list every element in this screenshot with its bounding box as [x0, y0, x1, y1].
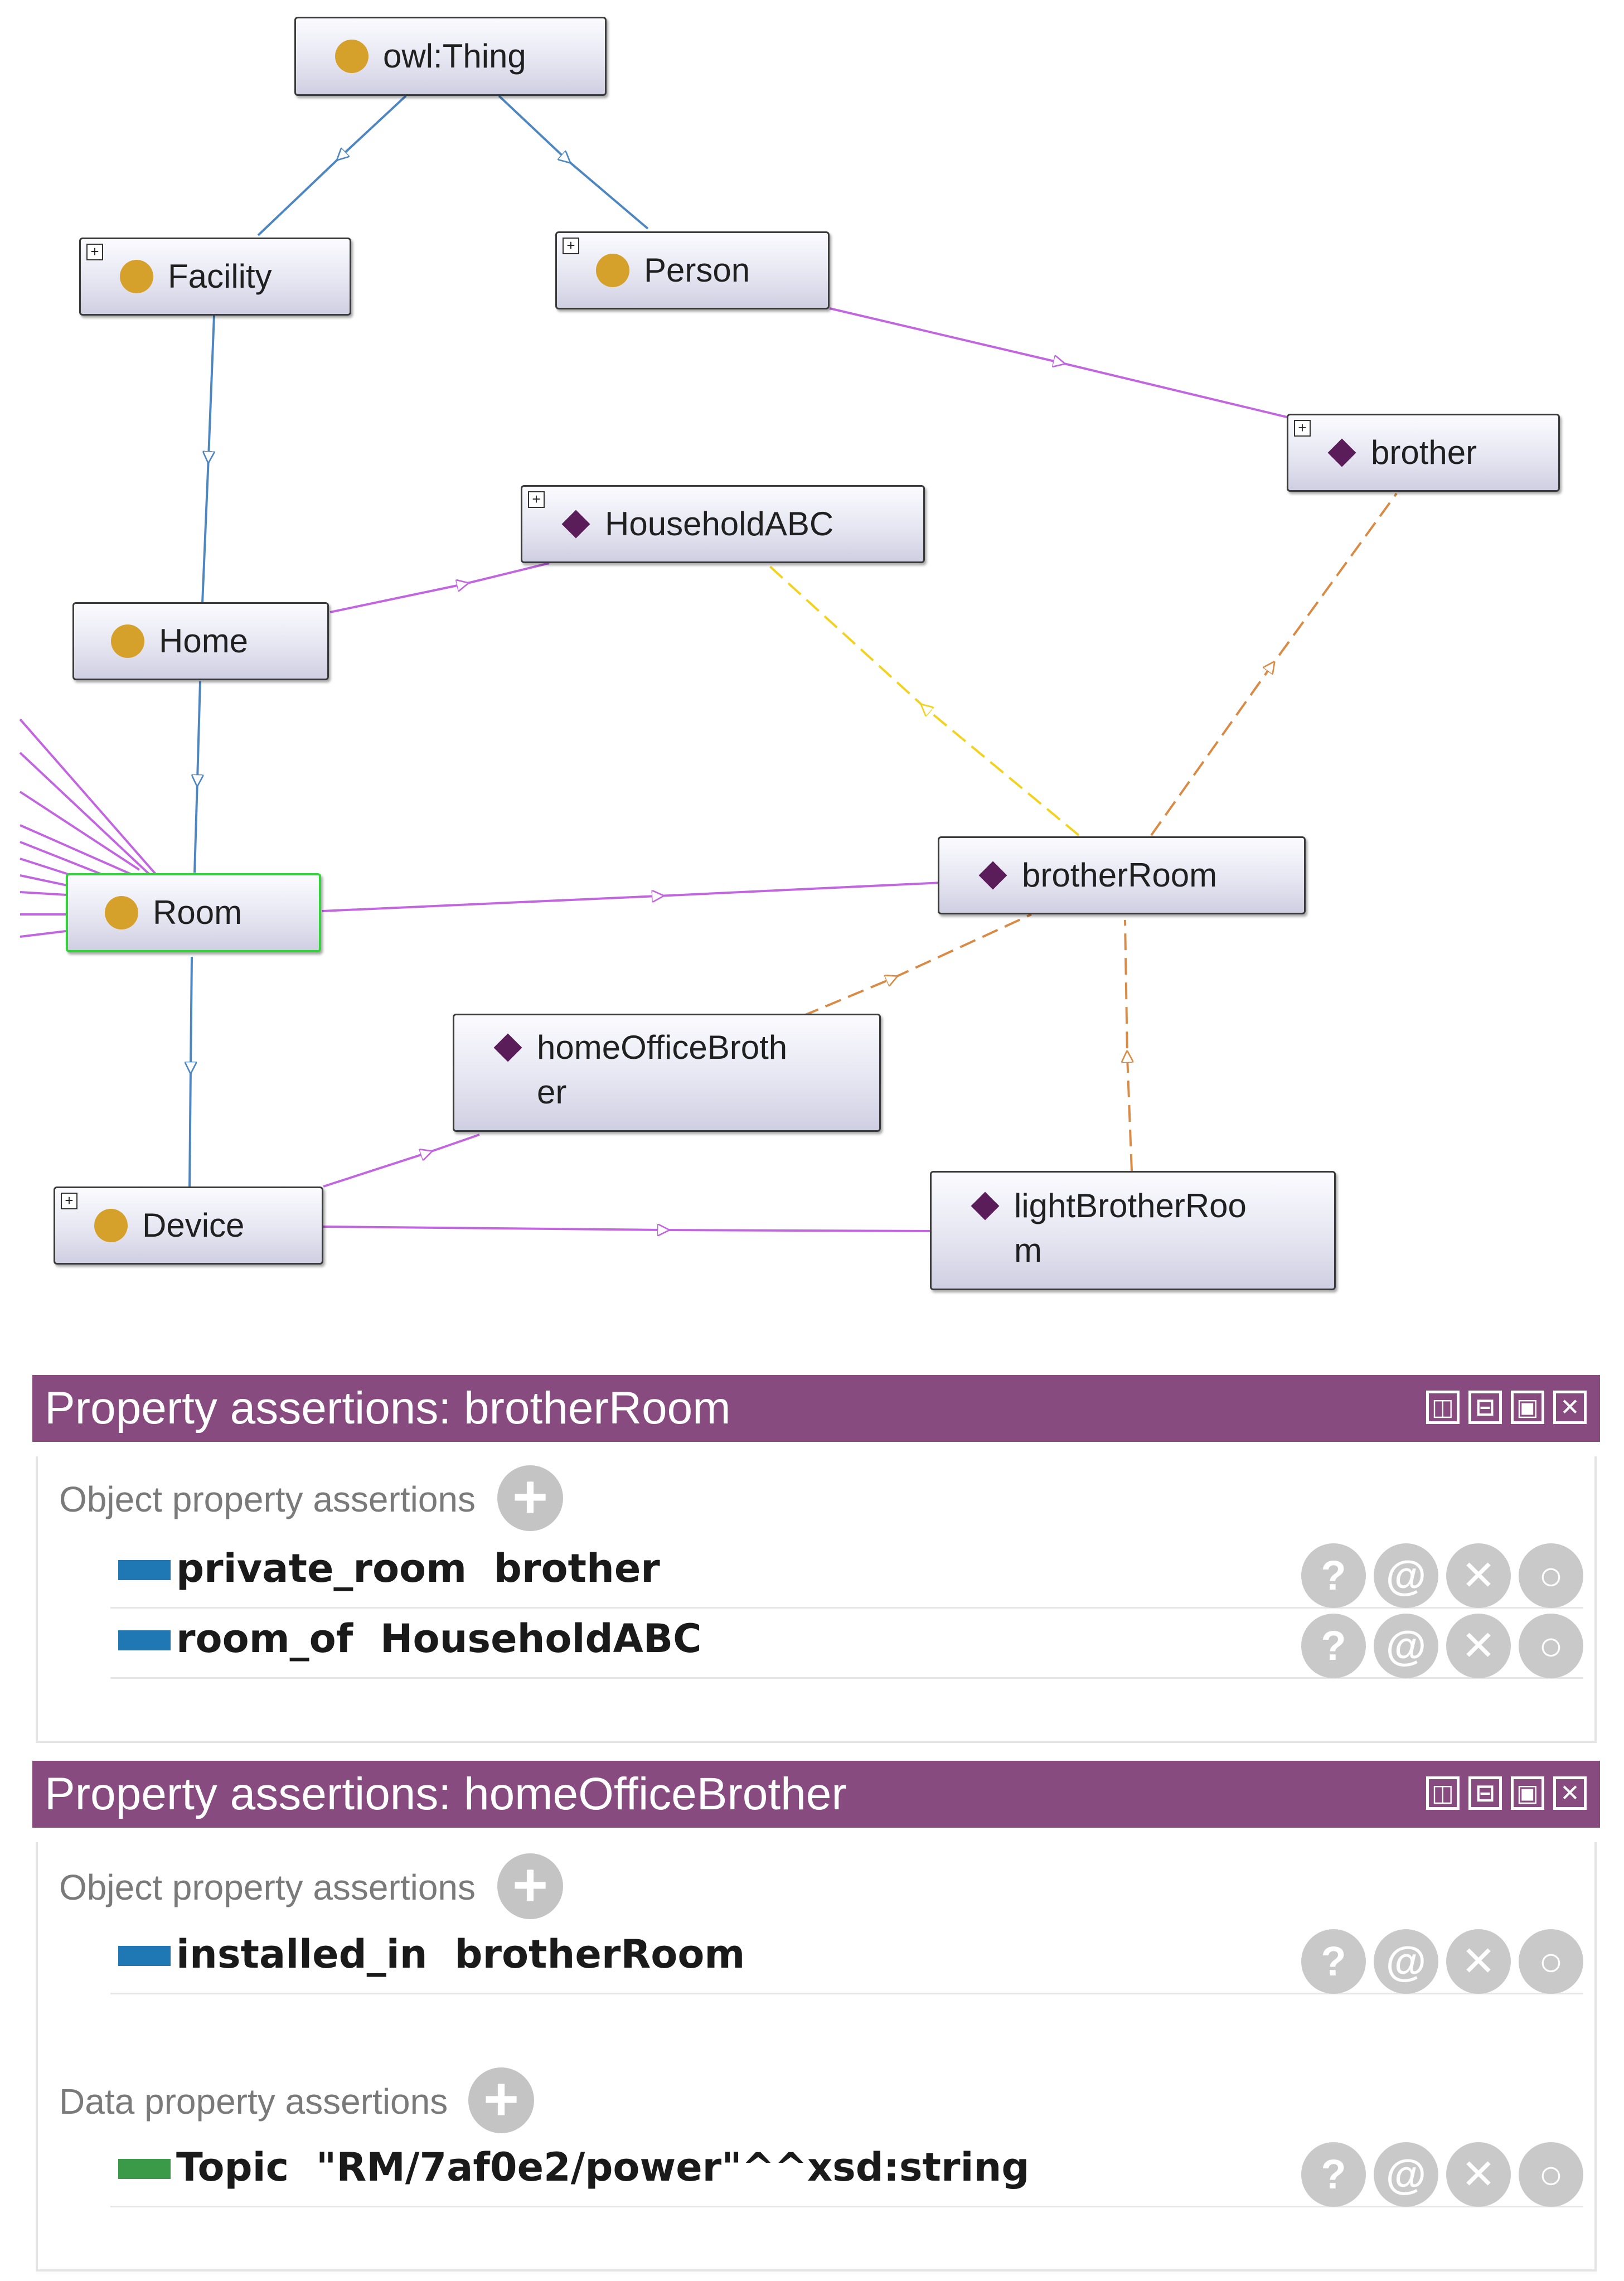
expand-icon[interactable]: + [563, 238, 579, 254]
edge-device-homeoffice [323, 1134, 480, 1188]
assertion-row[interactable]: installed_in brotherRoom ? @ ✕ ○ [110, 1925, 1583, 1994]
explain-button[interactable]: ? [1301, 1614, 1366, 1678]
panel-title: Property assertions: homeOfficeBrother [45, 1769, 847, 1819]
assertion-text: room_of HouseholdABC [176, 1616, 702, 1662]
annotate-button[interactable]: @ [1374, 1614, 1438, 1678]
individual-icon [561, 510, 590, 539]
edge-brotherroom-household [768, 565, 1080, 836]
node-homeofficebrother[interactable]: homeOfficeBroth er [453, 1014, 881, 1132]
panel-header: Property assertions: homeOfficeBrother ◫… [32, 1761, 1600, 1828]
class-icon [335, 40, 369, 73]
node-brotherroom[interactable]: brotherRoom [938, 836, 1306, 914]
assertion-row[interactable]: room_of HouseholdABC ? @ ✕ ○ [110, 1609, 1583, 1679]
delete-button[interactable]: ✕ [1446, 1614, 1511, 1678]
ontology-graph: owl:Thing + Facility + Person + brother … [19, 17, 1560, 1316]
maximize-icon[interactable]: ▣ [1511, 1391, 1544, 1424]
graph-edges [19, 95, 1398, 1316]
section-label: Object property assertions [59, 1867, 476, 1907]
edge-thing-person [498, 95, 649, 230]
split-vertical-icon[interactable]: ◫ [1426, 1776, 1460, 1810]
close-icon[interactable]: ✕ [1553, 1391, 1587, 1424]
annotate-button[interactable]: @ [1374, 1543, 1438, 1608]
data-property-swatch [118, 2159, 171, 2179]
explain-button[interactable]: ? [1301, 1543, 1366, 1608]
node-brother[interactable]: + brother [1287, 414, 1560, 492]
node-device[interactable]: + Device [54, 1186, 323, 1265]
node-owl-thing[interactable]: owl:Thing [294, 17, 607, 96]
describe-button[interactable]: ○ [1519, 2142, 1583, 2207]
individual-icon [971, 1192, 1000, 1221]
section-label: Data property assertions [59, 2081, 448, 2122]
node-person[interactable]: + Person [555, 231, 830, 309]
edge-room-brotherroom [322, 882, 943, 912]
panel-header: Property assertions: brotherRoom ◫ ⊟ ▣ ✕ [32, 1375, 1600, 1442]
assertion-text: installed_in brotherRoom [176, 1931, 745, 1977]
split-horizontal-icon[interactable]: ⊟ [1468, 1391, 1502, 1424]
individual-icon [1327, 438, 1356, 467]
class-icon [105, 896, 138, 929]
describe-button[interactable]: ○ [1519, 1543, 1583, 1608]
delete-button[interactable]: ✕ [1446, 2142, 1511, 2207]
annotate-button[interactable]: @ [1374, 2142, 1438, 2207]
individual-icon [978, 861, 1007, 890]
explain-button[interactable]: ? [1301, 1929, 1366, 1994]
panel-body: Object property assertions + private_roo… [36, 1456, 1597, 1743]
expand-icon[interactable]: + [61, 1193, 77, 1209]
class-icon [111, 624, 144, 658]
edge-person-brother [829, 307, 1297, 420]
delete-button[interactable]: ✕ [1446, 1929, 1511, 1994]
panel-body: Object property assertions + installed_i… [36, 1842, 1597, 2272]
object-property-swatch [118, 1946, 171, 1966]
assertion-text: Topic "RM/7af0e2/power"^^xsd:string [176, 2144, 1030, 2190]
close-icon[interactable]: ✕ [1553, 1776, 1587, 1810]
panel-controls: ◫ ⊟ ▣ ✕ [1426, 1776, 1587, 1810]
node-room[interactable]: Room [66, 873, 321, 952]
node-householdabc[interactable]: + HouseholdABC [521, 485, 925, 563]
annotate-button[interactable]: @ [1374, 1929, 1438, 1994]
class-icon [120, 260, 153, 293]
maximize-icon[interactable]: ▣ [1511, 1776, 1544, 1810]
class-icon [596, 254, 629, 287]
delete-button[interactable]: ✕ [1446, 1543, 1511, 1608]
object-property-swatch [118, 1630, 171, 1650]
assertion-text: private_room brother [176, 1546, 660, 1591]
add-object-property-button[interactable]: + [497, 1465, 563, 1531]
panel-title: Property assertions: brotherRoom [45, 1383, 731, 1434]
property-assertions-panel-homeofficebrother: Property assertions: homeOfficeBrother ◫… [32, 1761, 1600, 2272]
add-object-property-button[interactable]: + [497, 1853, 563, 1919]
add-data-property-button[interactable]: + [468, 2067, 534, 2133]
class-icon [94, 1209, 128, 1242]
expand-icon[interactable]: + [86, 244, 103, 260]
edge-home-household [329, 562, 550, 613]
individual-icon [493, 1033, 522, 1062]
assertion-row[interactable]: private_room brother ? @ ✕ ○ [110, 1539, 1583, 1609]
edge-device-lightbrother [323, 1227, 933, 1231]
edge-brotherroom-brother [1150, 492, 1398, 836]
edge-thing-facility [257, 95, 407, 236]
expand-icon[interactable]: + [528, 491, 545, 508]
node-facility[interactable]: + Facility [79, 238, 351, 316]
object-property-swatch [118, 1560, 171, 1580]
describe-button[interactable]: ○ [1519, 1929, 1583, 1994]
edge-room-device [190, 956, 192, 1189]
node-lightbrotherroom[interactable]: lightBrotherRoo m [930, 1171, 1336, 1290]
assertion-row[interactable]: Topic "RM/7af0e2/power"^^xsd:string ? @ … [110, 2138, 1583, 2207]
edge-homeoffice-brotherroom [802, 913, 1032, 1017]
describe-button[interactable]: ○ [1519, 1614, 1583, 1678]
edge-facility-home [201, 315, 215, 604]
split-horizontal-icon[interactable]: ⊟ [1468, 1776, 1502, 1810]
explain-button[interactable]: ? [1301, 2142, 1366, 2207]
node-home[interactable]: Home [72, 602, 329, 680]
property-assertions-panel-brotherroom: Property assertions: brotherRoom ◫ ⊟ ▣ ✕… [32, 1375, 1600, 1743]
edge-lightbrother-brotherroom [1125, 919, 1132, 1171]
section-label: Object property assertions [59, 1479, 476, 1519]
expand-icon[interactable]: + [1294, 420, 1311, 437]
panel-controls: ◫ ⊟ ▣ ✕ [1426, 1391, 1587, 1424]
split-vertical-icon[interactable]: ◫ [1426, 1391, 1460, 1424]
edge-home-room [195, 681, 200, 873]
